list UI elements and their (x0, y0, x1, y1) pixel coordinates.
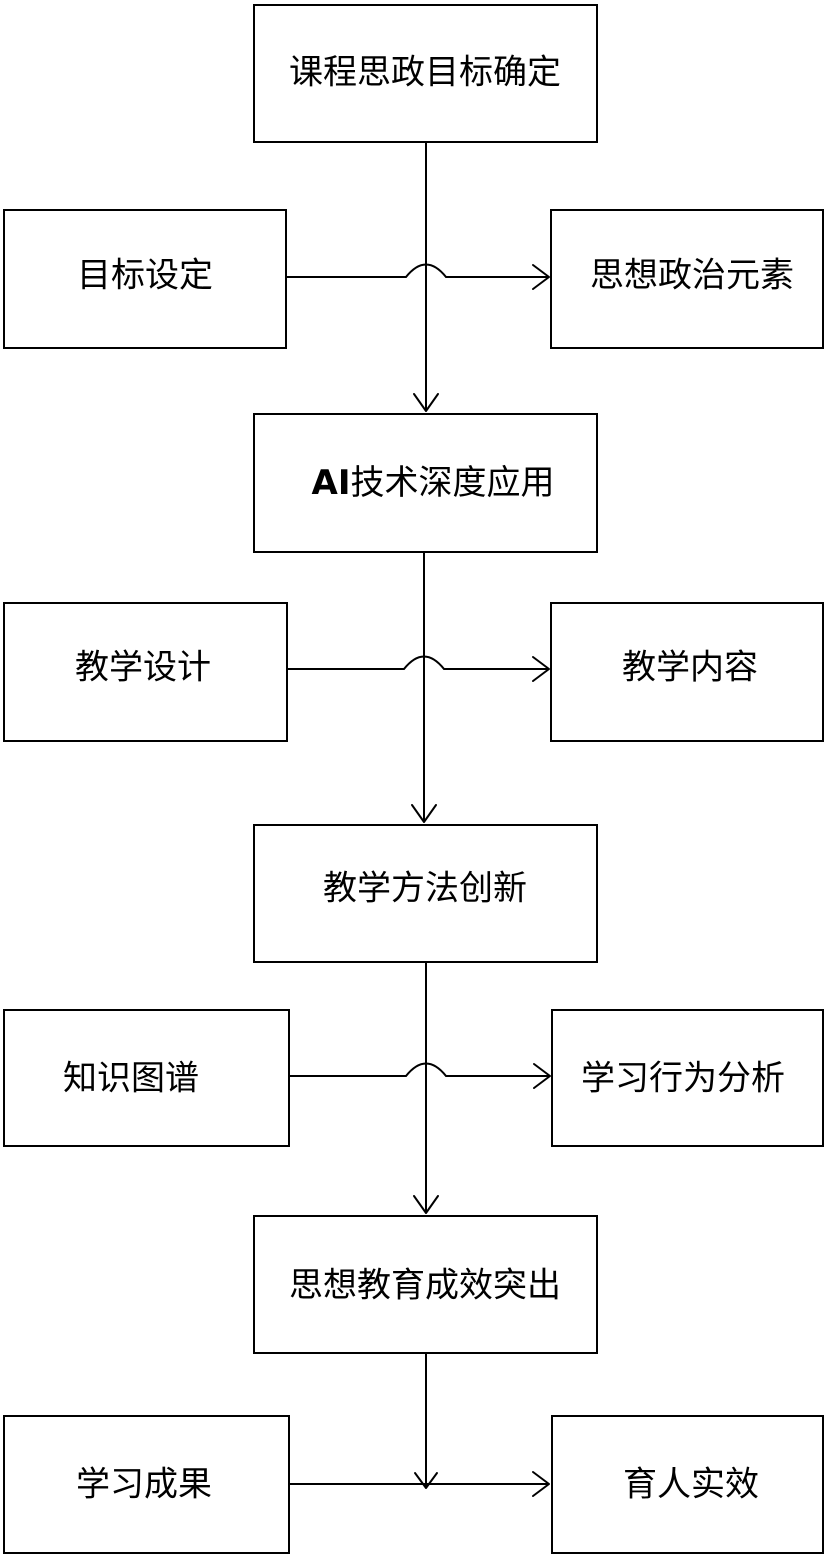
connector-side-2 (287, 655, 548, 670)
main-box-outcome-label: 思想教育成效突出 (289, 1266, 561, 1306)
arrowhead-right-side-3 (533, 1063, 551, 1089)
side-box-left-3-frame (3, 1009, 290, 1147)
main-box-ai: AI技术深度应用 (253, 413, 598, 553)
side-box-left-3-label: 知识图谱 (63, 1059, 199, 1099)
arrowhead-right-side-4 (532, 1471, 550, 1497)
side-box-left-4-frame (3, 1415, 290, 1554)
main-box-ai-frame (253, 413, 598, 553)
side-box-right-4-label: 育人实效 (623, 1465, 759, 1505)
side-box-right-4: 育人实效 (551, 1415, 824, 1554)
main-box-goal-label: 课程思政目标确定 (289, 53, 561, 93)
side-box-left-1-frame (3, 209, 287, 349)
side-box-left-2-label: 教学设计 (75, 648, 211, 688)
side-box-right-4-frame (551, 1415, 824, 1554)
main-box-method-label: 教学方法创新 (323, 869, 527, 909)
arrowhead-down-ai (413, 393, 439, 412)
side-box-right-2-label: 教学内容 (622, 648, 758, 688)
side-box-left-1: 目标设定 (3, 209, 287, 349)
side-box-left-3: 知识图谱 (3, 1009, 290, 1147)
arrowhead-right-side-2 (532, 656, 550, 682)
side-box-right-2: 教学内容 (550, 602, 824, 742)
main-box-ai-label-rest: 技术深度应用 (350, 463, 554, 503)
side-box-right-1-frame (550, 209, 824, 349)
main-box-goal: 课程思政目标确定 (253, 4, 598, 143)
side-box-left-1-label: 目标设定 (77, 256, 213, 296)
side-box-right-3: 学习行为分析 (551, 1009, 824, 1147)
side-box-left-2-frame (3, 602, 288, 742)
side-box-left-4-label: 学习成果 (76, 1465, 212, 1505)
arrowhead-down-method (411, 804, 437, 823)
arrowhead-down-final (414, 1472, 438, 1489)
side-box-right-3-label: 学习行为分析 (581, 1059, 785, 1099)
side-box-right-1: 思想政治元素 (550, 209, 824, 349)
side-box-left-2: 教学设计 (3, 602, 288, 742)
main-box-ai-label: AI技术深度应用 (312, 463, 555, 503)
side-box-right-2-frame (550, 602, 824, 742)
arrowhead-down-outcome (413, 1195, 439, 1214)
side-box-right-3-frame (551, 1009, 824, 1147)
connector-side-1 (286, 263, 548, 278)
side-box-left-4: 学习成果 (3, 1415, 290, 1554)
connector-side-3 (289, 1062, 549, 1077)
arrowhead-right-side-1 (532, 264, 550, 290)
main-box-ai-label-bold: AI (312, 463, 351, 503)
main-box-method: 教学方法创新 (253, 824, 598, 963)
main-box-outcome-frame (253, 1215, 598, 1354)
side-box-right-1-label: 思想政治元素 (590, 256, 794, 296)
main-box-goal-frame (253, 4, 598, 143)
main-box-outcome: 思想教育成效突出 (253, 1215, 598, 1354)
main-box-method-frame (253, 824, 598, 963)
